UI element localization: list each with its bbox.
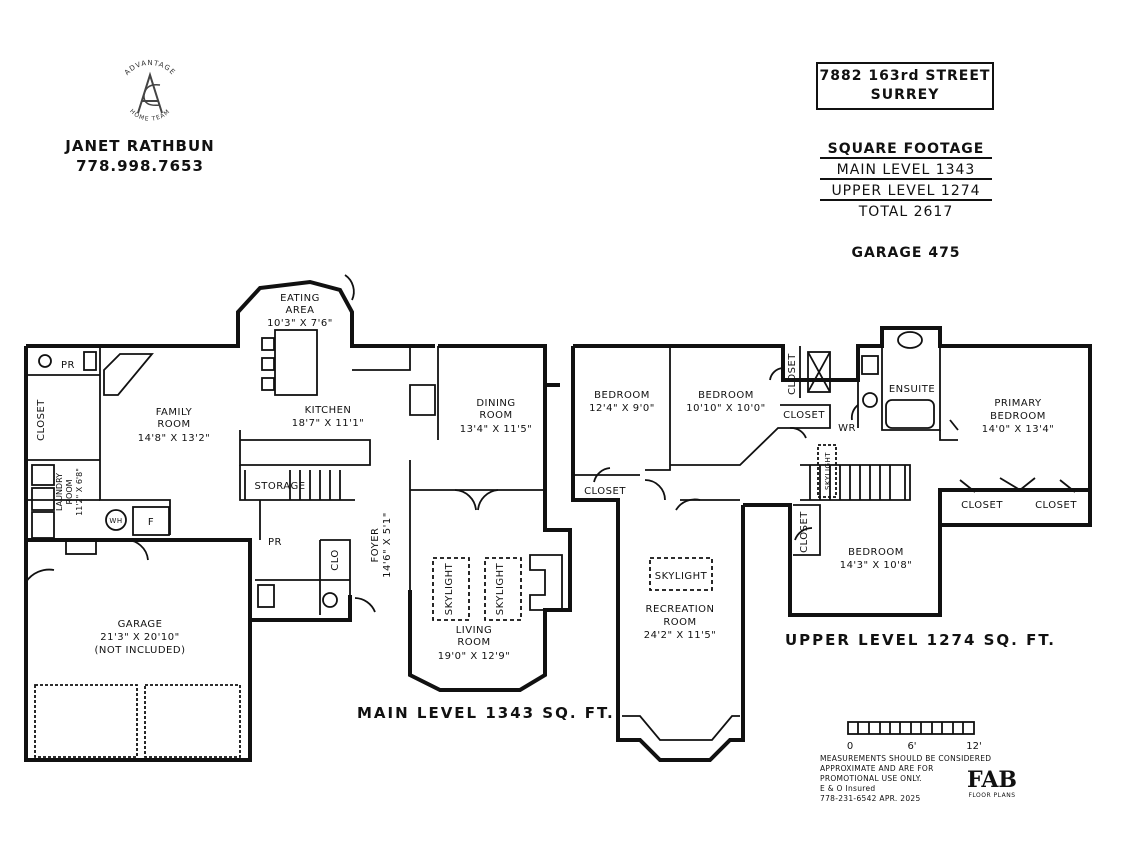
laundry-name2: ROOM	[65, 479, 74, 504]
furnace-label: F	[148, 517, 154, 528]
dining-room-dims: 13'4" X 11'5"	[460, 424, 533, 435]
eating-area-name2: AREA	[286, 305, 315, 316]
clo-label: CLO	[330, 549, 341, 571]
address-box: 7882 163rd STREET SURREY	[816, 62, 994, 110]
bedroom2-name: BEDROOM	[698, 390, 754, 401]
garage-name: GARAGE	[118, 619, 163, 630]
fab-mark: FAB	[967, 767, 1017, 793]
disclaimer-line3: PROMOTIONAL USE ONLY.	[820, 774, 922, 783]
recreation-name2: ROOM	[663, 617, 696, 628]
closet-c: CLOSET	[961, 500, 1003, 511]
family-room-dims: 14'8" X 13'2"	[138, 433, 211, 444]
family-room-name1: FAMILY	[156, 407, 193, 418]
bedroom1-dims: 12'4" X 9'0"	[589, 403, 655, 414]
upper-level-label: UPPER LEVEL 1274 SQ. FT.	[785, 631, 1056, 649]
dining-room-name1: DINING	[476, 398, 515, 409]
main-level-label: MAIN LEVEL 1343 SQ. FT.	[357, 704, 615, 722]
kitchen-dims: 18'7" X 11'1"	[292, 418, 365, 429]
sqft-heading: SQUARE FOOTAGE	[820, 141, 992, 159]
kitchen-name: KITCHEN	[305, 405, 352, 416]
garage-dims: 21'3" X 20'10"	[100, 632, 179, 643]
primary-dims: 14'0" X 13'4"	[982, 424, 1055, 435]
sqft-total: TOTAL 2617	[858, 204, 954, 220]
address-line2: SURREY	[870, 87, 940, 103]
disclaimer-line5: 778-231-6542 APR. 2025	[820, 794, 921, 803]
wh-label: WH	[109, 517, 122, 525]
living-room-name1: LIVING	[456, 625, 493, 636]
closet-f: CLOSET	[799, 511, 810, 553]
disclaimer: MEASUREMENTS SHOULD BE CONSIDERED APPROX…	[820, 754, 1020, 804]
closet-a: CLOSET	[584, 486, 626, 497]
primary-name2: BEDROOM	[990, 411, 1046, 422]
main-dining-wall	[438, 344, 560, 490]
wir-label: WR	[838, 423, 856, 434]
stair-skylight: SKYLIGHT	[824, 452, 832, 490]
agent-phone: 778.998.7653	[76, 157, 204, 175]
foyer-name: FOYER	[370, 528, 381, 563]
fab-sub: FLOOR PLANS	[968, 792, 1016, 799]
living-room-dims: 19'0" X 12'9"	[438, 651, 511, 662]
ensuite-label: ENSUITE	[889, 384, 935, 395]
advantage-logo: ADVANTAGE HOME TEAM	[123, 59, 176, 123]
eating-area-name1: EATING	[280, 293, 320, 304]
sqft-upper: UPPER LEVEL 1274	[820, 183, 992, 201]
agent-name: JANET RATHBUN	[65, 137, 215, 155]
sqft-main: MAIN LEVEL 1343	[820, 162, 992, 180]
scale-6: 6'	[907, 741, 916, 752]
pr1-label: PR	[61, 360, 75, 371]
sqft-garage: GARAGE 475	[851, 245, 961, 261]
bedroom3-dims: 14'3" X 10'8"	[840, 560, 913, 571]
eating-area-dims: 10'3" X 7'6"	[267, 318, 333, 329]
disclaimer-line2: APPROXIMATE AND ARE FOR	[820, 764, 934, 773]
primary-name1: PRIMARY	[994, 398, 1042, 409]
main-outer-wall	[26, 279, 435, 348]
garage-note: (NOT INCLUDED)	[95, 645, 186, 656]
foyer-dims: 14'6" X 5'1"	[382, 512, 393, 578]
disclaimer-line1: MEASUREMENTS SHOULD BE CONSIDERED	[820, 754, 992, 763]
disclaimer-line4: E & O Insured	[820, 784, 876, 793]
main-closet-label: CLOSET	[36, 399, 47, 441]
scale-12: 12'	[966, 741, 981, 752]
closet-e: CLOSET	[787, 353, 798, 395]
laundry-dims: 11'2" X 6'8"	[75, 468, 84, 516]
living-room-name2: ROOM	[457, 637, 490, 648]
recreation-dims: 24'2" X 11'5"	[644, 630, 717, 641]
recreation-name1: RECREATION	[646, 604, 715, 615]
pr2-label: PR	[268, 537, 282, 548]
family-room-name2: ROOM	[157, 419, 190, 430]
main-skylight-1: SKYLIGHT	[444, 562, 455, 615]
address-line1: 7882 163rd STREET	[819, 68, 991, 84]
bedroom3-name: BEDROOM	[848, 547, 904, 558]
upper-outer-wall	[573, 326, 1092, 617]
scale-0: 0	[847, 741, 853, 752]
rec-skylight: SKYLIGHT	[655, 571, 708, 582]
closet-d: CLOSET	[1035, 500, 1077, 511]
closet-b: CLOSET	[783, 410, 825, 421]
fab-logo: FAB FLOOR PLANS	[962, 768, 1022, 799]
bedroom2-dims: 10'10" X 10'0"	[686, 403, 765, 414]
main-skylight-2: SKYLIGHT	[495, 562, 506, 615]
dining-room-name2: ROOM	[479, 410, 512, 421]
bedroom1-name: BEDROOM	[594, 390, 650, 401]
storage-label: STORAGE	[254, 481, 305, 492]
laundry-name1: LAUNDRY	[55, 473, 64, 511]
